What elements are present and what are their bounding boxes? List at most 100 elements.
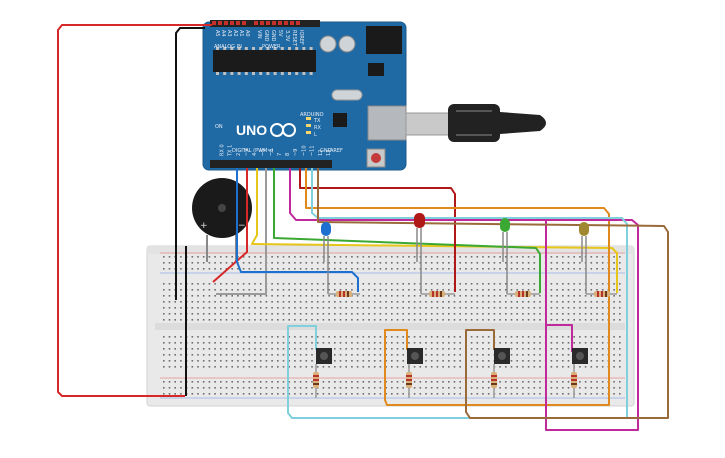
resistor-icon[interactable] bbox=[313, 364, 319, 398]
breadboard-hole bbox=[448, 283, 450, 285]
pushbutton-icon[interactable] bbox=[494, 348, 510, 364]
arduino-uno-board[interactable]: UNO ARDUINO ANALOG IN POWER DIGITAL (PWM… bbox=[202, 20, 407, 171]
breadboard-hole bbox=[231, 283, 233, 285]
breadboard-hole bbox=[277, 354, 279, 356]
breadboard-hole bbox=[442, 366, 444, 368]
breadboard-hole bbox=[539, 313, 541, 315]
breadboard-hole bbox=[419, 336, 422, 338]
pin-label: A1 bbox=[238, 30, 244, 37]
led-yellow[interactable] bbox=[579, 222, 589, 294]
breadboard-hole bbox=[271, 313, 273, 315]
breadboard-hole bbox=[470, 366, 473, 368]
pin-label: 3.3V bbox=[284, 30, 290, 42]
breadboard-hole bbox=[351, 366, 353, 368]
led-red[interactable] bbox=[414, 213, 425, 294]
resistor-icon[interactable] bbox=[491, 364, 497, 398]
breadboard-hole bbox=[436, 348, 439, 350]
pin-label: ~3 bbox=[244, 149, 250, 156]
breadboard-hole bbox=[499, 387, 501, 389]
breadboard-hole bbox=[459, 262, 461, 264]
breadboard-hole bbox=[499, 262, 501, 264]
breadboard-hole bbox=[402, 393, 404, 395]
chip-pin bbox=[288, 72, 291, 75]
chip-pin bbox=[252, 72, 255, 75]
breadboard-hole bbox=[220, 313, 222, 315]
pushbutton-icon[interactable] bbox=[316, 348, 332, 364]
breadboard-hole bbox=[197, 387, 199, 389]
breadboard-hole bbox=[237, 301, 239, 303]
breadboard-hole bbox=[197, 307, 199, 309]
breadboard-hole bbox=[265, 319, 268, 321]
breadboard-hole bbox=[362, 268, 365, 270]
chip-pin bbox=[288, 47, 291, 50]
breadboard-hole bbox=[271, 348, 273, 350]
breadboard-hole bbox=[259, 319, 262, 321]
led-green[interactable] bbox=[500, 218, 510, 294]
breadboard-hole bbox=[379, 342, 382, 344]
breadboard-hole bbox=[562, 295, 564, 297]
breadboard-hole bbox=[425, 268, 427, 270]
breadboard-hole bbox=[613, 360, 615, 362]
breadboard-hole bbox=[567, 283, 570, 285]
breadboard-hole bbox=[522, 313, 524, 315]
breadboard-hole bbox=[470, 256, 473, 258]
breadboard-hole bbox=[459, 381, 461, 383]
resistor-icon[interactable] bbox=[406, 364, 412, 398]
breadboard-hole bbox=[533, 387, 536, 389]
breadboard-hole bbox=[254, 342, 256, 344]
breadboard-hole bbox=[419, 393, 422, 395]
breadboard-hole bbox=[208, 393, 211, 395]
breadboard-hole bbox=[305, 360, 308, 362]
resistor-icon[interactable] bbox=[507, 291, 540, 297]
breadboard-hole bbox=[527, 381, 530, 383]
breadboard-hole bbox=[448, 256, 450, 258]
breadboard-hole bbox=[265, 387, 268, 389]
breadboard-hole bbox=[425, 262, 427, 264]
breadboard-hole bbox=[288, 348, 290, 350]
breadboard-hole bbox=[208, 319, 211, 321]
breadboard-hole bbox=[282, 283, 285, 285]
breadboard-hole bbox=[254, 283, 256, 285]
breadboard-hole bbox=[191, 342, 194, 344]
breadboard-hole bbox=[237, 307, 239, 309]
pin-label: GND bbox=[263, 30, 269, 42]
pushbutton-icon[interactable] bbox=[572, 348, 588, 364]
breadboard-hole bbox=[174, 354, 176, 356]
breadboard-hole bbox=[282, 262, 285, 264]
resistor-icon[interactable] bbox=[421, 291, 455, 297]
breadboard-hole bbox=[191, 307, 194, 309]
breadboard-hole bbox=[567, 289, 570, 291]
breadboard-hole bbox=[334, 262, 336, 264]
led-blue[interactable] bbox=[321, 222, 331, 294]
breadboard-hole bbox=[339, 268, 342, 270]
breadboard-hole bbox=[476, 307, 479, 309]
chip-pin bbox=[259, 72, 263, 75]
breadboard-hole bbox=[282, 295, 285, 297]
breadboard-hole bbox=[271, 342, 273, 344]
breadboard-hole bbox=[254, 319, 256, 321]
breadboard-hole bbox=[282, 336, 285, 338]
pushbutton-icon[interactable] bbox=[407, 348, 423, 364]
breadboard-hole bbox=[174, 393, 176, 395]
breadboard-hole bbox=[362, 262, 365, 264]
breadboard-hole bbox=[482, 289, 484, 291]
regulator-icon bbox=[368, 63, 384, 76]
breadboard-hole bbox=[356, 307, 359, 309]
breadboard-hole bbox=[254, 366, 256, 368]
resistor-icon[interactable] bbox=[571, 364, 577, 398]
breadboard-hole bbox=[277, 307, 279, 309]
breadboard-hole bbox=[259, 387, 262, 389]
reset-button-cap[interactable] bbox=[371, 153, 381, 163]
breadboard-hole bbox=[579, 393, 581, 395]
resistor-icon[interactable] bbox=[328, 291, 360, 297]
breadboard-hole bbox=[345, 289, 347, 291]
breadboard-hole bbox=[271, 393, 273, 395]
breadboard-hole bbox=[316, 307, 319, 309]
breadboard-hole bbox=[368, 336, 370, 338]
breadboard-hole bbox=[430, 336, 433, 338]
breadboard-hole bbox=[436, 262, 439, 264]
breadboard-hole bbox=[539, 354, 541, 356]
resistor-icon[interactable] bbox=[586, 291, 617, 297]
breadboard-hole bbox=[470, 283, 473, 285]
